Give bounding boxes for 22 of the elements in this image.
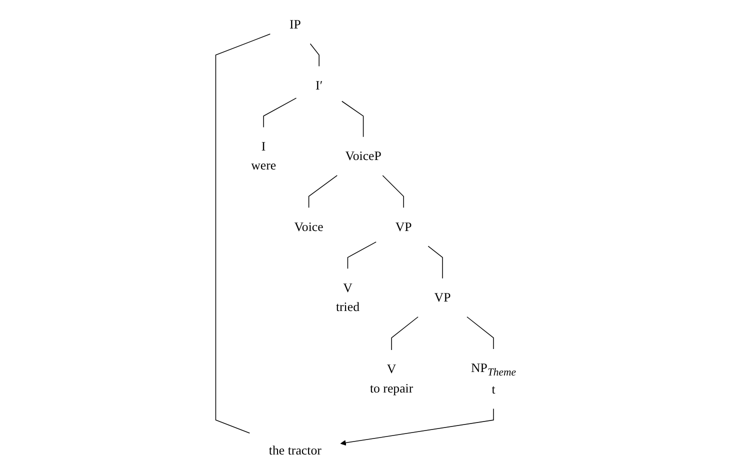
connector (347, 242, 376, 270)
connector (391, 316, 418, 350)
arrow (340, 408, 494, 446)
node-text: VoiceP (345, 149, 382, 164)
node-text: V to repair (370, 362, 414, 396)
node-text: VP (434, 290, 451, 305)
connector (342, 100, 364, 138)
connector (382, 175, 404, 208)
node-text: I were (251, 139, 276, 173)
connector (215, 34, 271, 434)
node-text: I′ (316, 78, 323, 93)
node-text: V tried (336, 280, 360, 314)
connector (428, 246, 443, 279)
node-text: NP$_{Theme}$ t (471, 361, 516, 397)
connector (310, 43, 320, 67)
connector (308, 175, 338, 208)
node-text: Voice (294, 220, 324, 234)
node-text: IP (289, 17, 301, 32)
node-text: VP (395, 220, 412, 234)
node-text: the tractor (268, 444, 322, 458)
connector (466, 316, 494, 350)
connector (263, 98, 297, 128)
